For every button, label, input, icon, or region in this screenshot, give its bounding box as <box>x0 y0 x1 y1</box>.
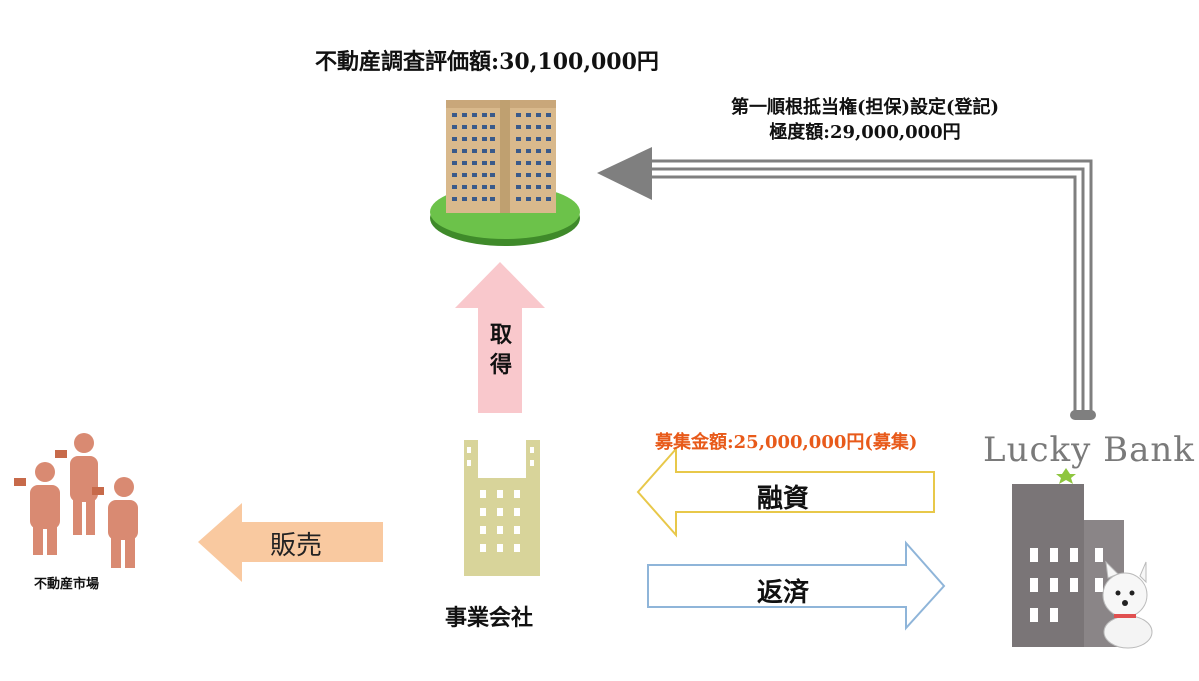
repay-label: 返済 <box>757 578 810 608</box>
acquire-label: 取得 <box>489 322 512 378</box>
loan-label: 融資 <box>757 484 810 514</box>
market-label: 不動産市場 <box>34 577 100 592</box>
mortgage-arrow <box>597 147 1096 420</box>
appraisal-value-label: 不動産調査評価額:30,100,000円 <box>315 49 659 75</box>
sale-arrow <box>198 503 383 582</box>
repay-arrow <box>647 540 946 631</box>
acquire-arrow <box>455 262 545 413</box>
dog-mascot-icon <box>1102 560 1153 649</box>
loan-arrow <box>636 446 935 538</box>
company-label: 事業会社 <box>445 605 534 631</box>
mortgage-label: 第一順根抵当権(担保)設定(登記) 極度額:29,000,000円 <box>640 95 1090 145</box>
apartment-building-icon <box>430 100 580 246</box>
mortgage-setting-text: 第一順根抵当権(担保)設定(登記) <box>730 97 1000 118</box>
logo-mark-icon <box>1056 468 1076 484</box>
sale-label: 販売 <box>270 531 323 561</box>
recruitment-amount-label: 募集金額:25,000,000円(募集) <box>655 432 918 453</box>
brand-logo-text: Lucky Bank <box>983 430 1195 470</box>
people-icon <box>14 433 138 568</box>
company-building-icon <box>464 440 540 576</box>
mortgage-limit-text: 極度額:29,000,000円 <box>769 122 961 143</box>
